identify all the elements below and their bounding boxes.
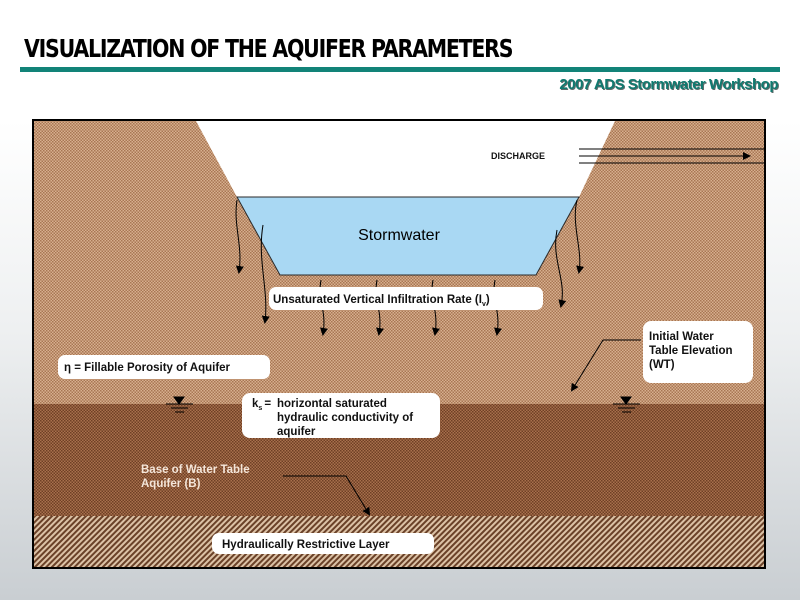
wt-label-box xyxy=(643,321,753,383)
ks-line: hydraulic conductivity of xyxy=(277,412,413,424)
wt-line: Table Elevation xyxy=(649,345,733,357)
stormwater-pond xyxy=(236,196,580,276)
wt-line: (WT) xyxy=(649,359,675,371)
wt-line: Initial Water xyxy=(649,331,714,343)
restrictive-label-box xyxy=(212,533,434,554)
ks-line: aquifer xyxy=(277,426,316,438)
porosity-label: η = Fillable Porosity of Aquifer xyxy=(64,362,231,374)
slide-subtitle: 2007 ADS Stormwater Workshop xyxy=(559,76,778,93)
ks-line: horizontal saturated xyxy=(277,398,387,410)
slide-title: VISUALIZATION OF THE AQUIFER PARAMETERS xyxy=(24,34,514,63)
stormwater-label: Stormwater xyxy=(358,227,440,244)
restrictive-label: Hydraulically Restrictive Layer xyxy=(222,539,390,551)
porosity-label-box xyxy=(58,355,270,379)
wt-arrow xyxy=(570,339,604,392)
aquifer-diagram: Stormwater DISCHARGE Unsaturated Vertica… xyxy=(32,119,766,569)
discharge-label: DISCHARGE xyxy=(491,151,545,161)
title-divider xyxy=(20,67,780,72)
infiltration-label-box xyxy=(269,287,543,310)
infiltration-label: Unsaturated Vertical Infiltration Rate (… xyxy=(273,294,490,308)
water-table-symbol xyxy=(166,396,193,413)
infiltration-arrows xyxy=(235,199,585,336)
ks-symbol: ks= xyxy=(252,398,271,412)
ks-label-box xyxy=(242,393,440,438)
base-arrow xyxy=(283,475,371,516)
base-line: Base of Water Table xyxy=(141,464,250,476)
water-table-symbol xyxy=(613,396,640,413)
base-line: Aquifer (B) xyxy=(141,478,201,490)
